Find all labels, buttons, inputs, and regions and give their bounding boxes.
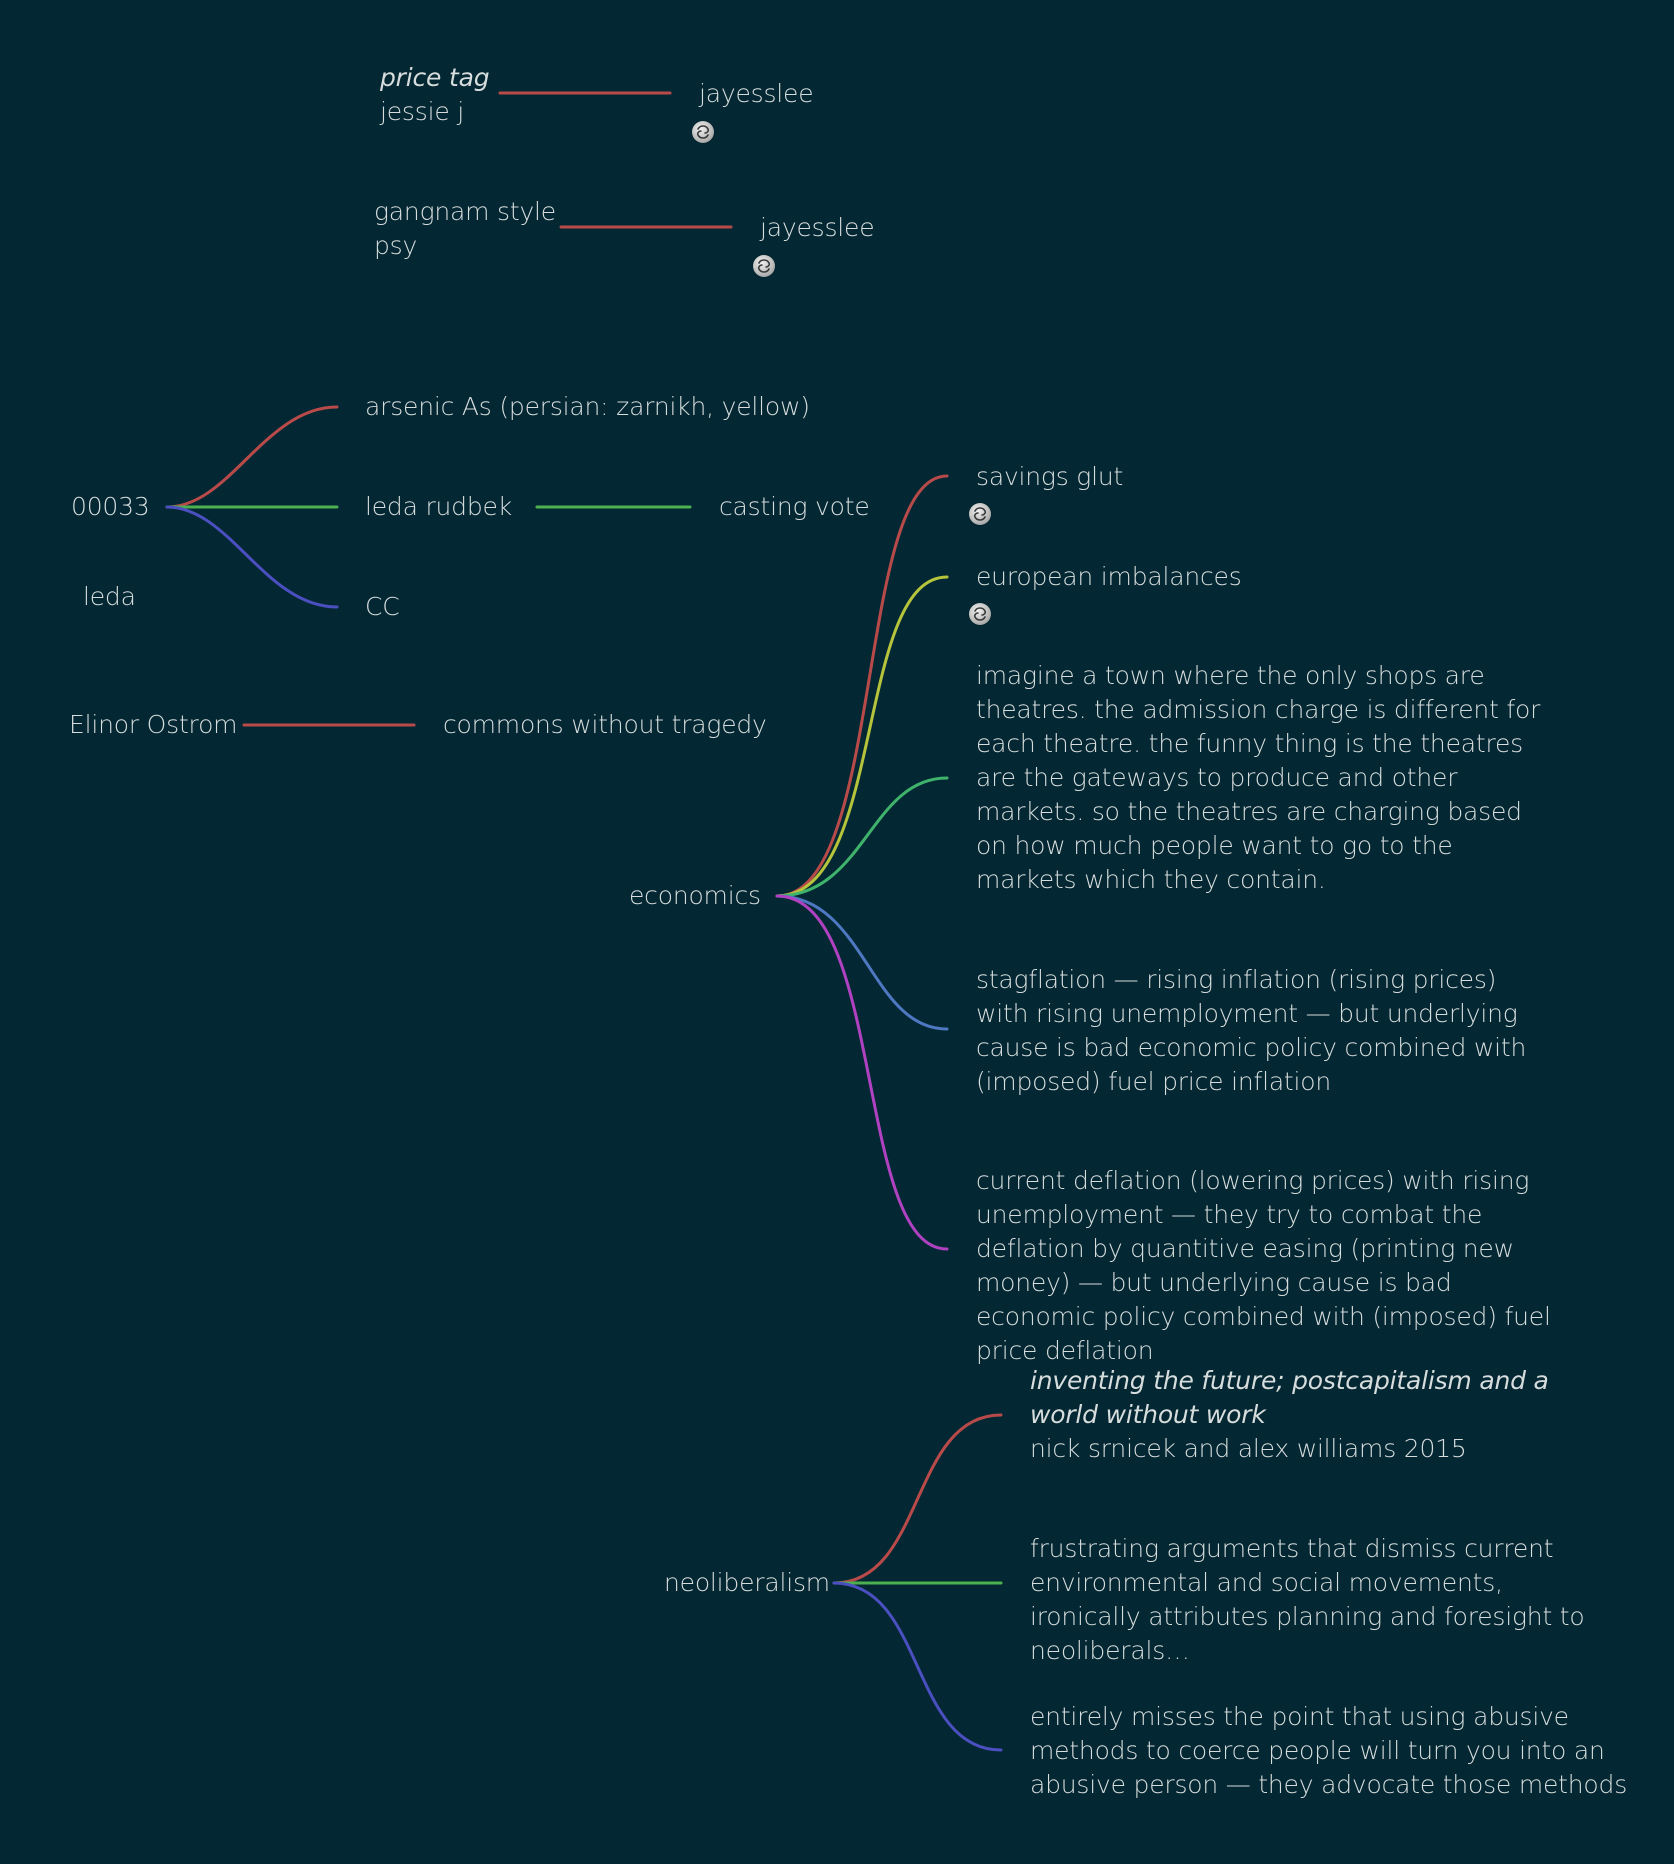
node-neoliberalism[interactable]: neoliberalism [664,1568,830,1597]
node-leda[interactable]: leda [83,582,136,611]
node-jayesslee[interactable]: jayesslee [760,213,875,242]
node-song-artist[interactable]: jessie j [380,97,464,126]
node-elinor-ostrom[interactable]: Elinor Ostrom [69,710,238,739]
link-icon[interactable] [753,255,775,277]
node-song-title[interactable]: gangnam style [374,197,556,226]
node-economics[interactable]: economics [629,881,761,910]
edge-economics-deflation [775,894,949,1251]
edge-00033-arsenic [165,405,339,509]
node-commons-without-tragedy[interactable]: commons without tragedy [443,710,767,739]
node-book-authors[interactable]: nick srnicek and alex williams 2015 [1030,1434,1467,1463]
node-european-imbalances[interactable]: european imbalances [976,562,1242,591]
link-icon[interactable] [969,603,991,625]
node-song-title[interactable]: price tag [380,63,490,92]
edge-economics-stagflation [775,894,949,1031]
node-theatres-note[interactable]: imagine a town where the only shops are … [976,661,1541,894]
link-icon[interactable] [692,121,714,143]
edge-00033-cc [165,505,339,609]
node-frustrating-note[interactable]: frustrating arguments that dismiss curre… [1030,1534,1585,1665]
node-savings-glut[interactable]: savings glut [976,462,1124,491]
node-00033[interactable]: 00033 [71,492,150,521]
node-deflation-note[interactable]: current deflation (lowering prices) with… [976,1166,1551,1365]
link-icon[interactable] [969,503,991,525]
node-arsenic[interactable]: arsenic As (persian: zarnikh, yellow) [365,392,810,421]
node-jayesslee[interactable]: jayesslee [699,79,814,108]
edge-neoliberalism-inventing [832,1413,1003,1585]
edge-neoliberalism-entirely [832,1581,1003,1752]
node-casting-vote[interactable]: casting vote [719,492,870,521]
node-cc[interactable]: CC [365,592,400,621]
node-book-title[interactable]: inventing the future; postcapitalism and… [1030,1366,1549,1429]
node-song-artist[interactable]: psy [374,231,418,260]
edge-economics-european [775,575,949,898]
edge-economics-theatres [775,776,949,898]
node-entirely-note[interactable]: entirely misses the point that using abu… [1030,1702,1628,1799]
node-leda-rudbek[interactable]: leda rudbek [365,492,512,521]
edge-economics-savingsglut [775,474,949,898]
node-stagflation-note[interactable]: stagflation — rising inflation (rising p… [976,965,1527,1096]
